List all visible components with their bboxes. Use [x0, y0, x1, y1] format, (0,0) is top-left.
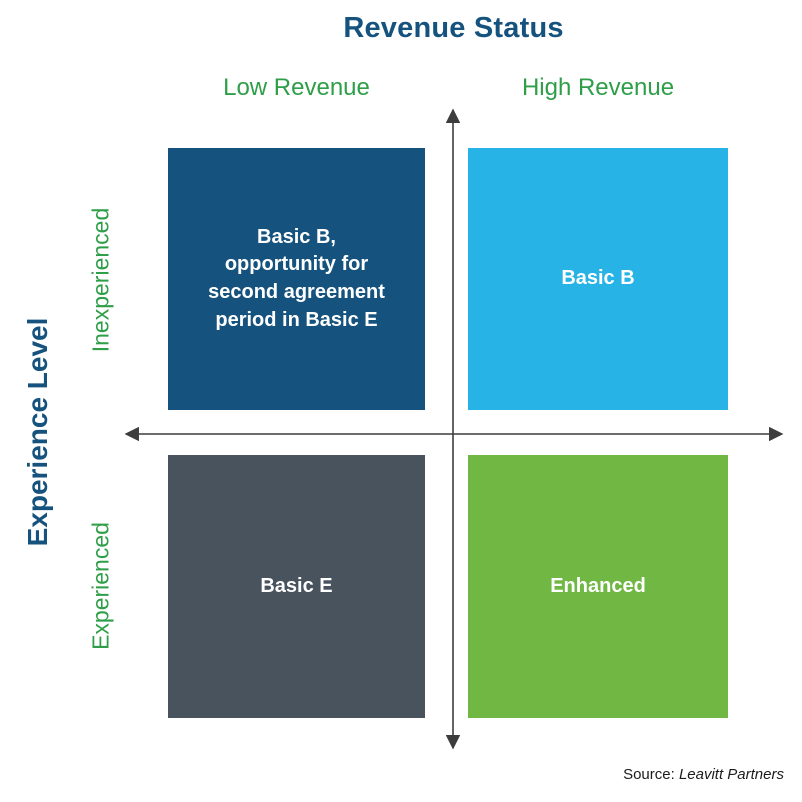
- quadrant-top-left-label: Basic B, opportunity for second agreemen…: [208, 225, 385, 331]
- quadrant-bottom-right-label: Enhanced: [550, 574, 646, 597]
- page-title: Revenue Status: [343, 12, 564, 44]
- x-axis-left-label: Low Revenue: [223, 74, 370, 101]
- source-name: Leavitt Partners: [678, 766, 784, 783]
- quadrant-bottom-left-label: Basic E: [260, 574, 333, 597]
- quadrant-bottom-right: Enhanced: [468, 455, 728, 718]
- y-axis-title: Experience Level: [22, 317, 53, 547]
- quadrant-top-right-label: Basic B: [561, 267, 635, 290]
- quadrant-bottom-left: Basic E: [168, 455, 425, 718]
- x-axis-right-label: High Revenue: [521, 74, 675, 101]
- y-axis-top-label: Inexperienced: [87, 207, 114, 353]
- quadrant-top-right: Basic B: [468, 148, 728, 410]
- source-prefix: Source:: [623, 766, 679, 783]
- y-axis-bottom-label: Experienced: [87, 522, 114, 650]
- quadrant-top-left: Basic B, opportunity for second agreemen…: [168, 148, 425, 410]
- source-attribution: Source: Leavitt Partners: [623, 766, 784, 783]
